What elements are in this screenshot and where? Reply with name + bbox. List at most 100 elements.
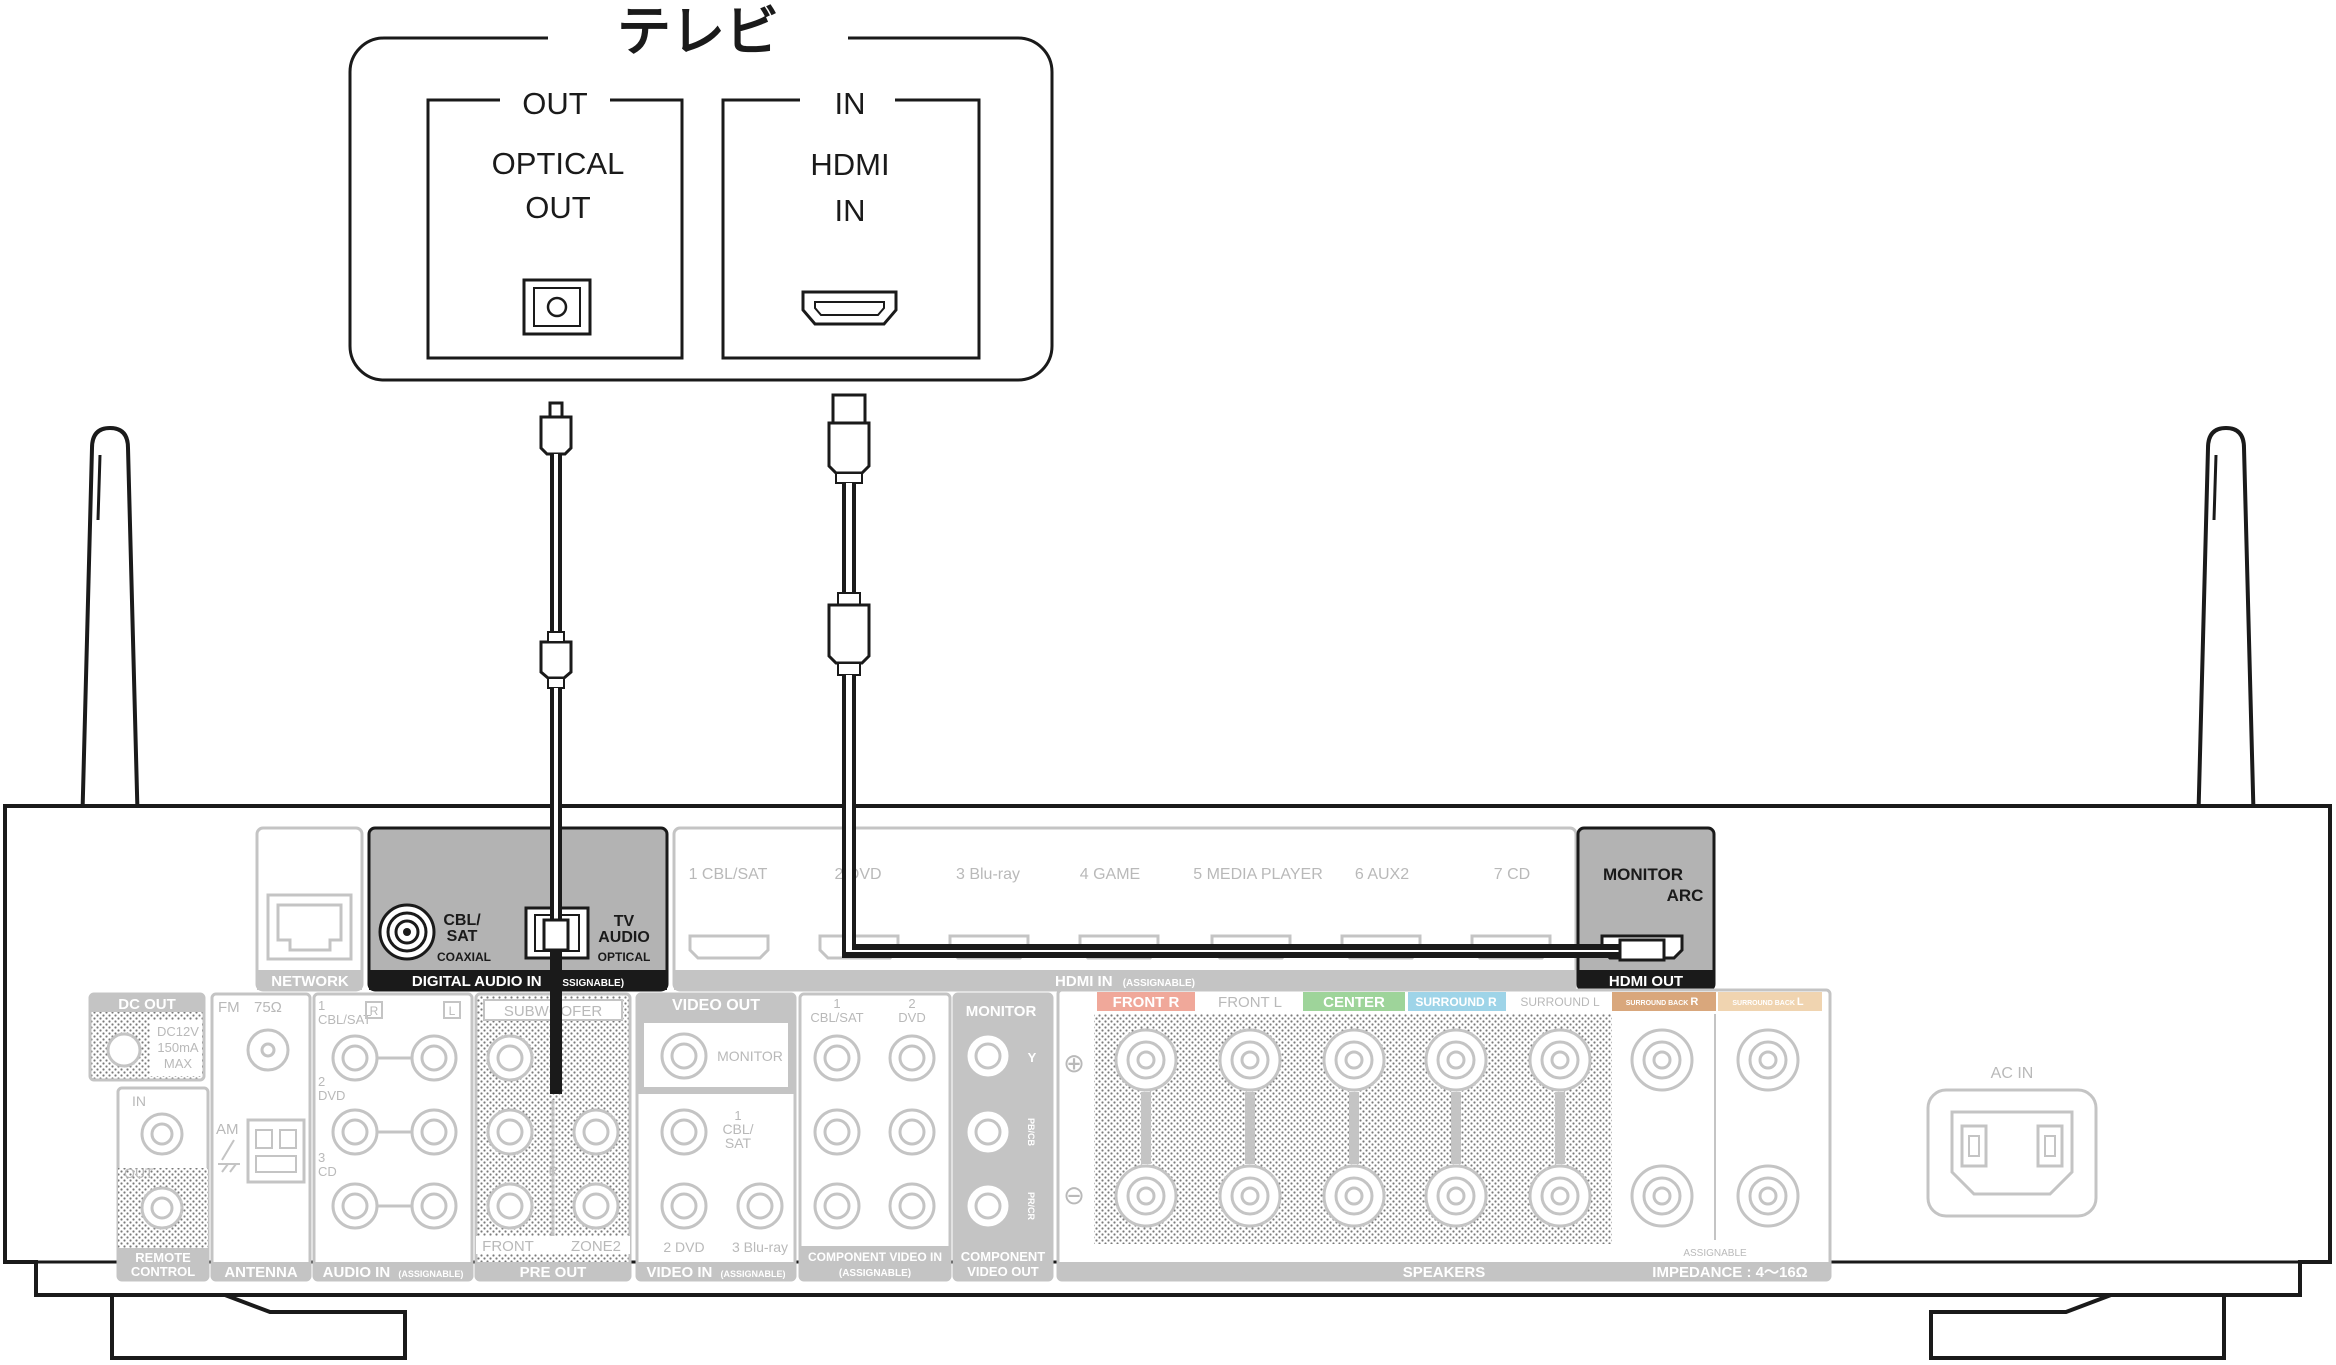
digital-audio-in-assignable: (ASSIGNABLE) bbox=[552, 978, 624, 989]
remote-footer-1: REMOTE bbox=[135, 1250, 191, 1265]
svg-text:FRONT R: FRONT R bbox=[1113, 994, 1180, 1011]
speaker-sb-l-tag: L bbox=[1797, 996, 1804, 1008]
dc-out-max: MAX bbox=[164, 1056, 193, 1071]
pre-out-front: FRONT bbox=[482, 1238, 534, 1255]
hdmi-input-4: 4 GAME bbox=[1080, 866, 1140, 883]
component-in-2-label: DVD bbox=[898, 1010, 925, 1025]
coaxial-jack-icon bbox=[378, 903, 436, 961]
hdmi-cable-ferrite bbox=[827, 592, 871, 676]
video-in-1-num: 1 bbox=[734, 1108, 741, 1123]
coaxial-label: COAXIAL bbox=[437, 950, 491, 964]
speakers-panel: ⊕ ⊖ FRONT R FRONT L CENTER SURROUND R SU… bbox=[1056, 988, 1832, 1282]
tv-hdmi-in-label: IN bbox=[835, 193, 866, 228]
tv-optical-label: OPTICAL bbox=[492, 146, 625, 181]
speaker-center: CENTER bbox=[1323, 994, 1385, 1011]
remote-footer-2: CONTROL bbox=[131, 1264, 195, 1279]
antenna-footer: ANTENNA bbox=[224, 1264, 297, 1281]
video-in-footer: VIDEO IN bbox=[646, 1264, 712, 1281]
speaker-surround-r: SURROUND bbox=[1415, 995, 1485, 1009]
video-in-2-label: 2 DVD bbox=[663, 1239, 704, 1255]
component-in-1-num: 1 bbox=[833, 996, 840, 1011]
pre-out-zone2: ZONE2 bbox=[571, 1238, 621, 1255]
audio-in-jacks bbox=[331, 1034, 458, 1230]
pre-out-footer: PRE OUT bbox=[520, 1264, 587, 1281]
hdmi-input-2: 2 DVD bbox=[834, 866, 881, 883]
audio-in-2-label: DVD bbox=[318, 1088, 345, 1103]
component-out-panel: MONITOR Y PB/CB PR/CR COMPONENT VIDEO OU… bbox=[952, 992, 1054, 1282]
component-out-monitor: MONITOR bbox=[966, 1003, 1037, 1020]
tv-in-header: IN bbox=[835, 86, 866, 121]
component-in-jacks bbox=[813, 1034, 936, 1230]
impedance-label: IMPEDANCE : 4～16Ω bbox=[1652, 1264, 1807, 1281]
audio-in-assignable: (ASSIGNABLE) bbox=[398, 1269, 463, 1279]
speaker-assignable: ASSIGNABLE bbox=[1683, 1248, 1747, 1259]
video-out-header: VIDEO OUT bbox=[672, 997, 760, 1014]
svg-text:DIGITAL AUDIO IN (ASSIGN: DIGITAL AUDIO IN (ASSIGNABLE) bbox=[412, 973, 624, 990]
optical-port-icon bbox=[522, 278, 592, 336]
hdmi-input-7: 7 CD bbox=[1494, 866, 1530, 883]
component-in-2-num: 2 bbox=[908, 996, 915, 1011]
optical-cable bbox=[539, 401, 573, 1094]
speakers-footer: SPEAKERS bbox=[1403, 1264, 1486, 1281]
audio-in-r: R bbox=[370, 1004, 379, 1018]
video-in-jacks bbox=[660, 1108, 784, 1230]
dc-out-current: 150mA bbox=[157, 1040, 199, 1055]
svg-text:SURROUND BACK L: SURROUND BACK L bbox=[1732, 996, 1804, 1008]
svg-text:SURROUND R: SURROUND R bbox=[1415, 995, 1497, 1009]
digital-audio-in-label: DIGITAL AUDIO IN bbox=[412, 973, 542, 990]
audio-in-3-num: 3 bbox=[318, 1150, 325, 1165]
fm-label: FM bbox=[218, 999, 240, 1016]
audio-in-1-label: CBL/SAT bbox=[318, 1012, 371, 1027]
speaker-front-r-tag: R bbox=[1169, 994, 1180, 1011]
speaker-front-r: FRONT bbox=[1113, 994, 1165, 1011]
speaker-sb-r-tag: R bbox=[1690, 996, 1698, 1008]
dc-out-voltage: DC12V bbox=[157, 1024, 199, 1039]
tv-in-panel: IN HDMI IN bbox=[721, 86, 981, 360]
svg-text:AUDIO IN (ASSIGNABLE): AUDIO IN (ASSIGNABLE) bbox=[323, 1264, 464, 1281]
ac-in: AC IN bbox=[1926, 1065, 2098, 1218]
tv-title: テレビ bbox=[617, 0, 779, 63]
pre-out-r: R bbox=[549, 1164, 558, 1178]
speaker-surround-r-tag: R bbox=[1488, 995, 1497, 1009]
dc-out-label: DC OUT bbox=[118, 996, 176, 1013]
hdmi-in-panel: HDMI IN (ASSIGNABLE) 1 CBL/SAT 2 DVD 3 B… bbox=[672, 826, 1578, 992]
hdmi-input-5: 5 MEDIA PLAYER bbox=[1193, 866, 1323, 883]
component-out-y: Y bbox=[1028, 1050, 1037, 1065]
pre-out-panel: SUBWOOFER R L FRONT ZONE2 PRE OUT bbox=[474, 992, 632, 1282]
tv-hdmi-label: HDMI bbox=[810, 147, 889, 182]
hdmi-out-panel: HDMI OUT MONITOR ARC bbox=[1576, 826, 1716, 992]
component-in-footer-1: COMPONENT VIDEO IN bbox=[808, 1250, 942, 1264]
remote-in-label: IN bbox=[132, 1093, 146, 1109]
component-out-footer-2: VIDEO OUT bbox=[967, 1264, 1039, 1279]
component-in-panel: 1 CBL/SAT 2 DVD COMPONENT VIDEO IN (ASSI… bbox=[798, 992, 952, 1282]
speaker-front-l-tag: L bbox=[1274, 994, 1282, 1011]
hdmi-out-arc-label: ARC bbox=[1667, 886, 1704, 905]
hdmi-in-label: HDMI IN bbox=[1055, 973, 1113, 990]
svg-text:HDMI IN (ASSIGNABLE): HDMI IN (ASSIGNABLE) bbox=[1055, 973, 1195, 990]
tv-out-label: OUT bbox=[525, 190, 591, 225]
component-in-1-label: CBL/SAT bbox=[810, 1010, 863, 1025]
hdmi-cable bbox=[827, 393, 1666, 962]
speaker-sb-r: SURROUND BACK bbox=[1626, 1000, 1689, 1007]
component-out-jacks bbox=[964, 1032, 1012, 1230]
speaker-sb-l: SURROUND BACK bbox=[1732, 1000, 1795, 1007]
video-in-1-label-b: SAT bbox=[725, 1135, 752, 1151]
remote-out-label: OUT bbox=[124, 1165, 154, 1181]
audio-in-3-label: CD bbox=[318, 1164, 337, 1179]
minus-symbol: ⊖ bbox=[1063, 1180, 1085, 1210]
component-in-footer-2: (ASSIGNABLE) bbox=[839, 1268, 911, 1279]
video-in-3-label: 3 Blu-ray bbox=[732, 1239, 788, 1255]
svg-text:SURROUND BACK R: SURROUND BACK R bbox=[1626, 996, 1699, 1008]
component-out-pb: PB/CB bbox=[1026, 1118, 1036, 1147]
component-out-pr: PR/CR bbox=[1026, 1192, 1036, 1221]
audio-in-footer: AUDIO IN bbox=[323, 1264, 391, 1281]
remote-control-panel: IN OUT REMOTE CONTROL bbox=[116, 1086, 210, 1282]
audio-in-l: L bbox=[449, 1004, 456, 1018]
video-in-assignable: (ASSIGNABLE) bbox=[721, 1269, 786, 1279]
audio-in-2-num: 2 bbox=[318, 1074, 325, 1089]
video-panel: VIDEO OUT MONITOR 1 CBL/ SAT 2 DVD 3 Blu… bbox=[635, 992, 797, 1282]
svg-text:VIDEO IN (ASSIGNABLE): VIDEO IN (ASSIGNABLE) bbox=[646, 1264, 785, 1281]
audio-in-panel: 1 CBL/SAT R L 2 DVD 3 CD AUDIO IN (ASSIG… bbox=[312, 992, 474, 1282]
hdmi-out-label: HDMI OUT bbox=[1609, 973, 1683, 990]
